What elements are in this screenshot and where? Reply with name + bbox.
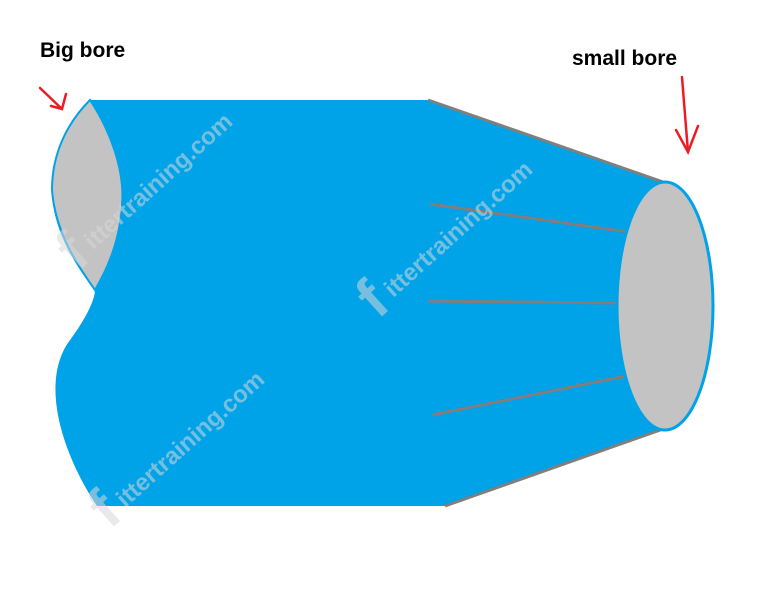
taper-line-1 [429, 202, 629, 234]
small-bore-face [615, 180, 715, 432]
taper-line-3 [431, 374, 627, 417]
small-bore-label: small bore [572, 47, 678, 70]
pipe-body [51, 100, 666, 506]
taper-edge-top [427, 98, 667, 185]
taper-edge-bottom [444, 426, 667, 508]
taper-line-2 [427, 299, 619, 305]
small-bore-arrow [674, 75, 700, 155]
big-bore-face [50, 98, 124, 292]
big-bore-label: Big bore [40, 39, 126, 62]
big-bore-arrow [38, 86, 68, 111]
